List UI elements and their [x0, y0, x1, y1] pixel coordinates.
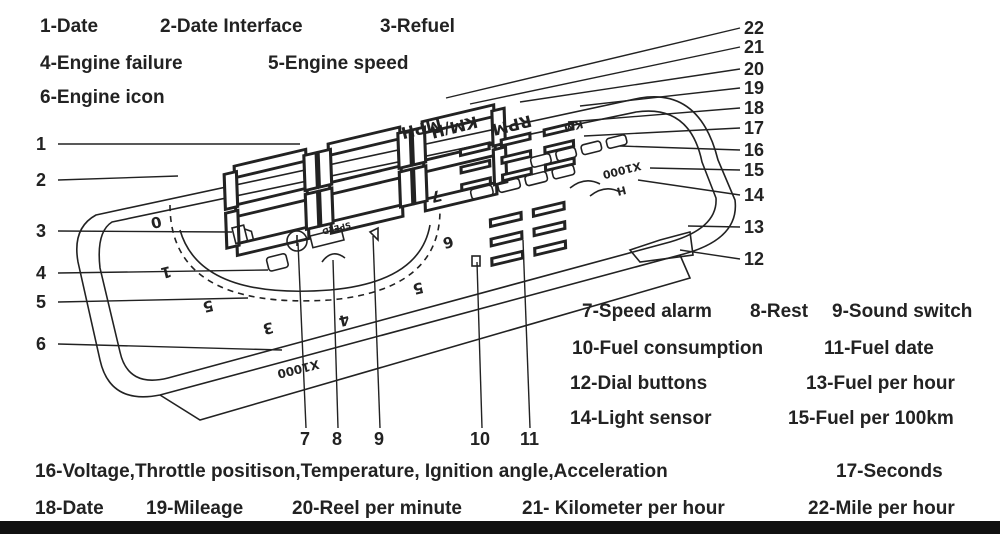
- callout-5: 5: [36, 292, 47, 312]
- label-fuel-per-hour: 13-Fuel per hour: [806, 373, 955, 394]
- callout-11: 11: [520, 429, 540, 449]
- unit-km: KM: [562, 117, 584, 134]
- label-sound-switch: 9-Sound switch: [832, 301, 973, 322]
- label-mileage: 19-Mileage: [146, 498, 244, 519]
- callout-19: 19: [744, 78, 765, 98]
- callout-21: 21: [744, 37, 765, 57]
- callout-17: 17: [744, 118, 765, 138]
- label-date-18: 18-Date: [35, 498, 104, 519]
- callout-18: 18: [744, 98, 765, 118]
- callout-2: 2: [36, 170, 47, 190]
- mid-digits: [458, 121, 576, 193]
- fuel-consumption-icon: [471, 255, 481, 267]
- callout-4: 4: [36, 263, 47, 283]
- low-digits: [488, 200, 568, 268]
- callout-13: 13: [744, 217, 765, 237]
- fuel-bars: [469, 164, 576, 200]
- rest-icon: [321, 253, 346, 263]
- dial-mark-7: 7: [429, 186, 443, 206]
- refuel-icon: [231, 224, 255, 245]
- label-fuel-per-100km: 15-Fuel per 100km: [788, 408, 954, 429]
- callout-20: 20: [744, 59, 765, 79]
- label-rest: 8-Rest: [750, 301, 809, 322]
- label-fuel-consumption: 10-Fuel consumption: [572, 338, 764, 359]
- callout-6: 6: [36, 334, 47, 354]
- callout-10: 10: [470, 429, 491, 449]
- callout-8: 8: [332, 429, 343, 449]
- label-date: 1-Date: [40, 16, 99, 37]
- label-light-sensor: 14-Light sensor: [570, 408, 712, 429]
- unit-x1000-right: X1000: [601, 159, 642, 181]
- leader-lines-left: [57, 143, 300, 351]
- bottom-border: [0, 521, 1000, 534]
- callout-15: 15: [744, 160, 765, 180]
- sound-switch-icon: [368, 226, 379, 242]
- label-refuel: 3-Refuel: [380, 16, 455, 37]
- callout-3: 3: [36, 221, 47, 241]
- leader-lines-right: [445, 27, 741, 260]
- speed-alarm-icon: [286, 227, 345, 252]
- label-reel-per-minute: 20-Reel per minute: [292, 498, 462, 519]
- light-sensor-icon: [569, 180, 621, 197]
- leader-lines-bottom: [297, 235, 531, 429]
- label-voltage-throttle: 16-Voltage,Throttle positison,Temperatur…: [35, 461, 668, 482]
- label-date-interface: 2-Date Interface: [160, 16, 303, 37]
- dial-mark-2: 5: [201, 296, 215, 316]
- label-kilometer-per-hour: 21- Kilometer per hour: [522, 498, 725, 519]
- callout-14: 14: [744, 185, 765, 205]
- digit-2: [316, 125, 415, 236]
- callout-22: 22: [744, 18, 765, 38]
- dial-mark-3: 3: [261, 318, 275, 338]
- unit-h: H: [615, 183, 627, 198]
- label-dial-buttons: 12-Dial buttons: [570, 373, 708, 394]
- dial-mark-4: 4: [337, 310, 351, 330]
- label-engine-icon: 6-Engine icon: [40, 87, 165, 108]
- top-bars: [529, 134, 628, 168]
- engine-failure-icon: [265, 252, 289, 272]
- callout-16: 16: [744, 140, 765, 160]
- label-engine-failure: 4-Engine failure: [40, 53, 183, 74]
- callout-12: 12: [744, 249, 765, 269]
- rpm-dial: [169, 204, 441, 302]
- callout-7: 7: [300, 429, 311, 449]
- dial-mark-6: 6: [441, 232, 455, 252]
- unit-x1000: X1000: [276, 357, 321, 381]
- dial-mark-0: 0: [149, 212, 163, 232]
- digit-1: [222, 147, 321, 258]
- label-fuel-date: 11-Fuel date: [824, 338, 934, 359]
- callout-1: 1: [36, 134, 47, 154]
- label-engine-speed: 5-Engine speed: [268, 53, 409, 74]
- label-seconds: 17-Seconds: [836, 461, 943, 482]
- callout-9: 9: [374, 429, 385, 449]
- label-speed-alarm: 7-Speed alarm: [582, 301, 712, 322]
- label-mile-per-hour: 22-Mile per hour: [808, 498, 955, 519]
- dial-mark-5: 5: [411, 278, 425, 298]
